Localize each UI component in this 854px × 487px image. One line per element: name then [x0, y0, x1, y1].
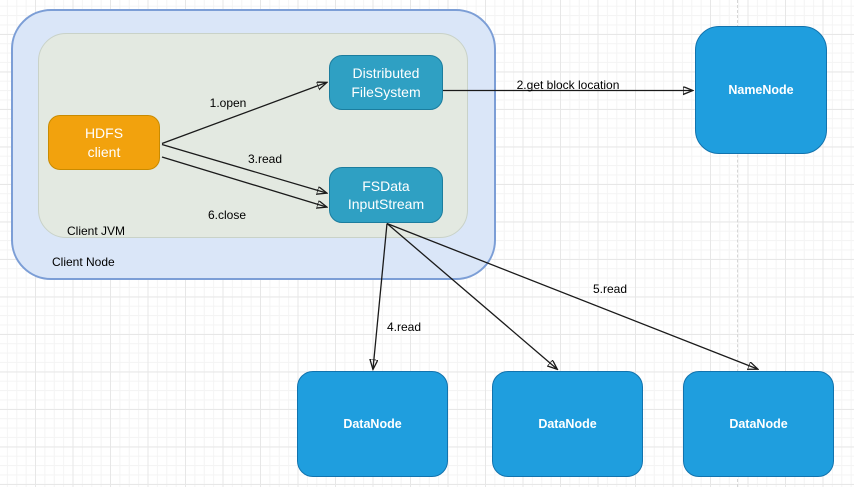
client-jvm-label: Client JVM [67, 224, 126, 238]
edge-open-line[interactable] [161, 83, 327, 145]
edge-open-label[interactable]: 1.open [209, 96, 247, 110]
edge-read4-line[interactable] [373, 223, 388, 370]
edge-read4-label[interactable]: 4.read [386, 320, 422, 334]
edge-read5-line[interactable] [386, 222, 758, 370]
node-datanode-3[interactable]: DataNode [683, 371, 834, 477]
node-fsdata-inputstream[interactable]: FSData InputStream [329, 167, 443, 223]
edge-close-line[interactable] [161, 156, 327, 207]
node-datanode-2[interactable]: DataNode [492, 371, 643, 477]
client-node-label: Client Node [52, 255, 115, 269]
node-datanode-1[interactable]: DataNode [297, 371, 448, 477]
node-hdfs-client[interactable]: HDFS client [48, 115, 160, 170]
edge-close-label[interactable]: 6.close [207, 208, 247, 222]
edge-read5-label[interactable]: 5.read [592, 282, 628, 296]
node-namenode[interactable]: NameNode [695, 26, 827, 154]
edge-get-block-location-label[interactable]: 2.get block location [516, 78, 620, 92]
page-divider-line [737, 0, 738, 487]
edge-read-middle-line[interactable] [386, 223, 557, 370]
node-distributed-filesystem[interactable]: Distributed FileSystem [329, 55, 443, 110]
edge-read3-label[interactable]: 3.read [247, 152, 283, 166]
edge-read3-line[interactable] [161, 143, 327, 194]
